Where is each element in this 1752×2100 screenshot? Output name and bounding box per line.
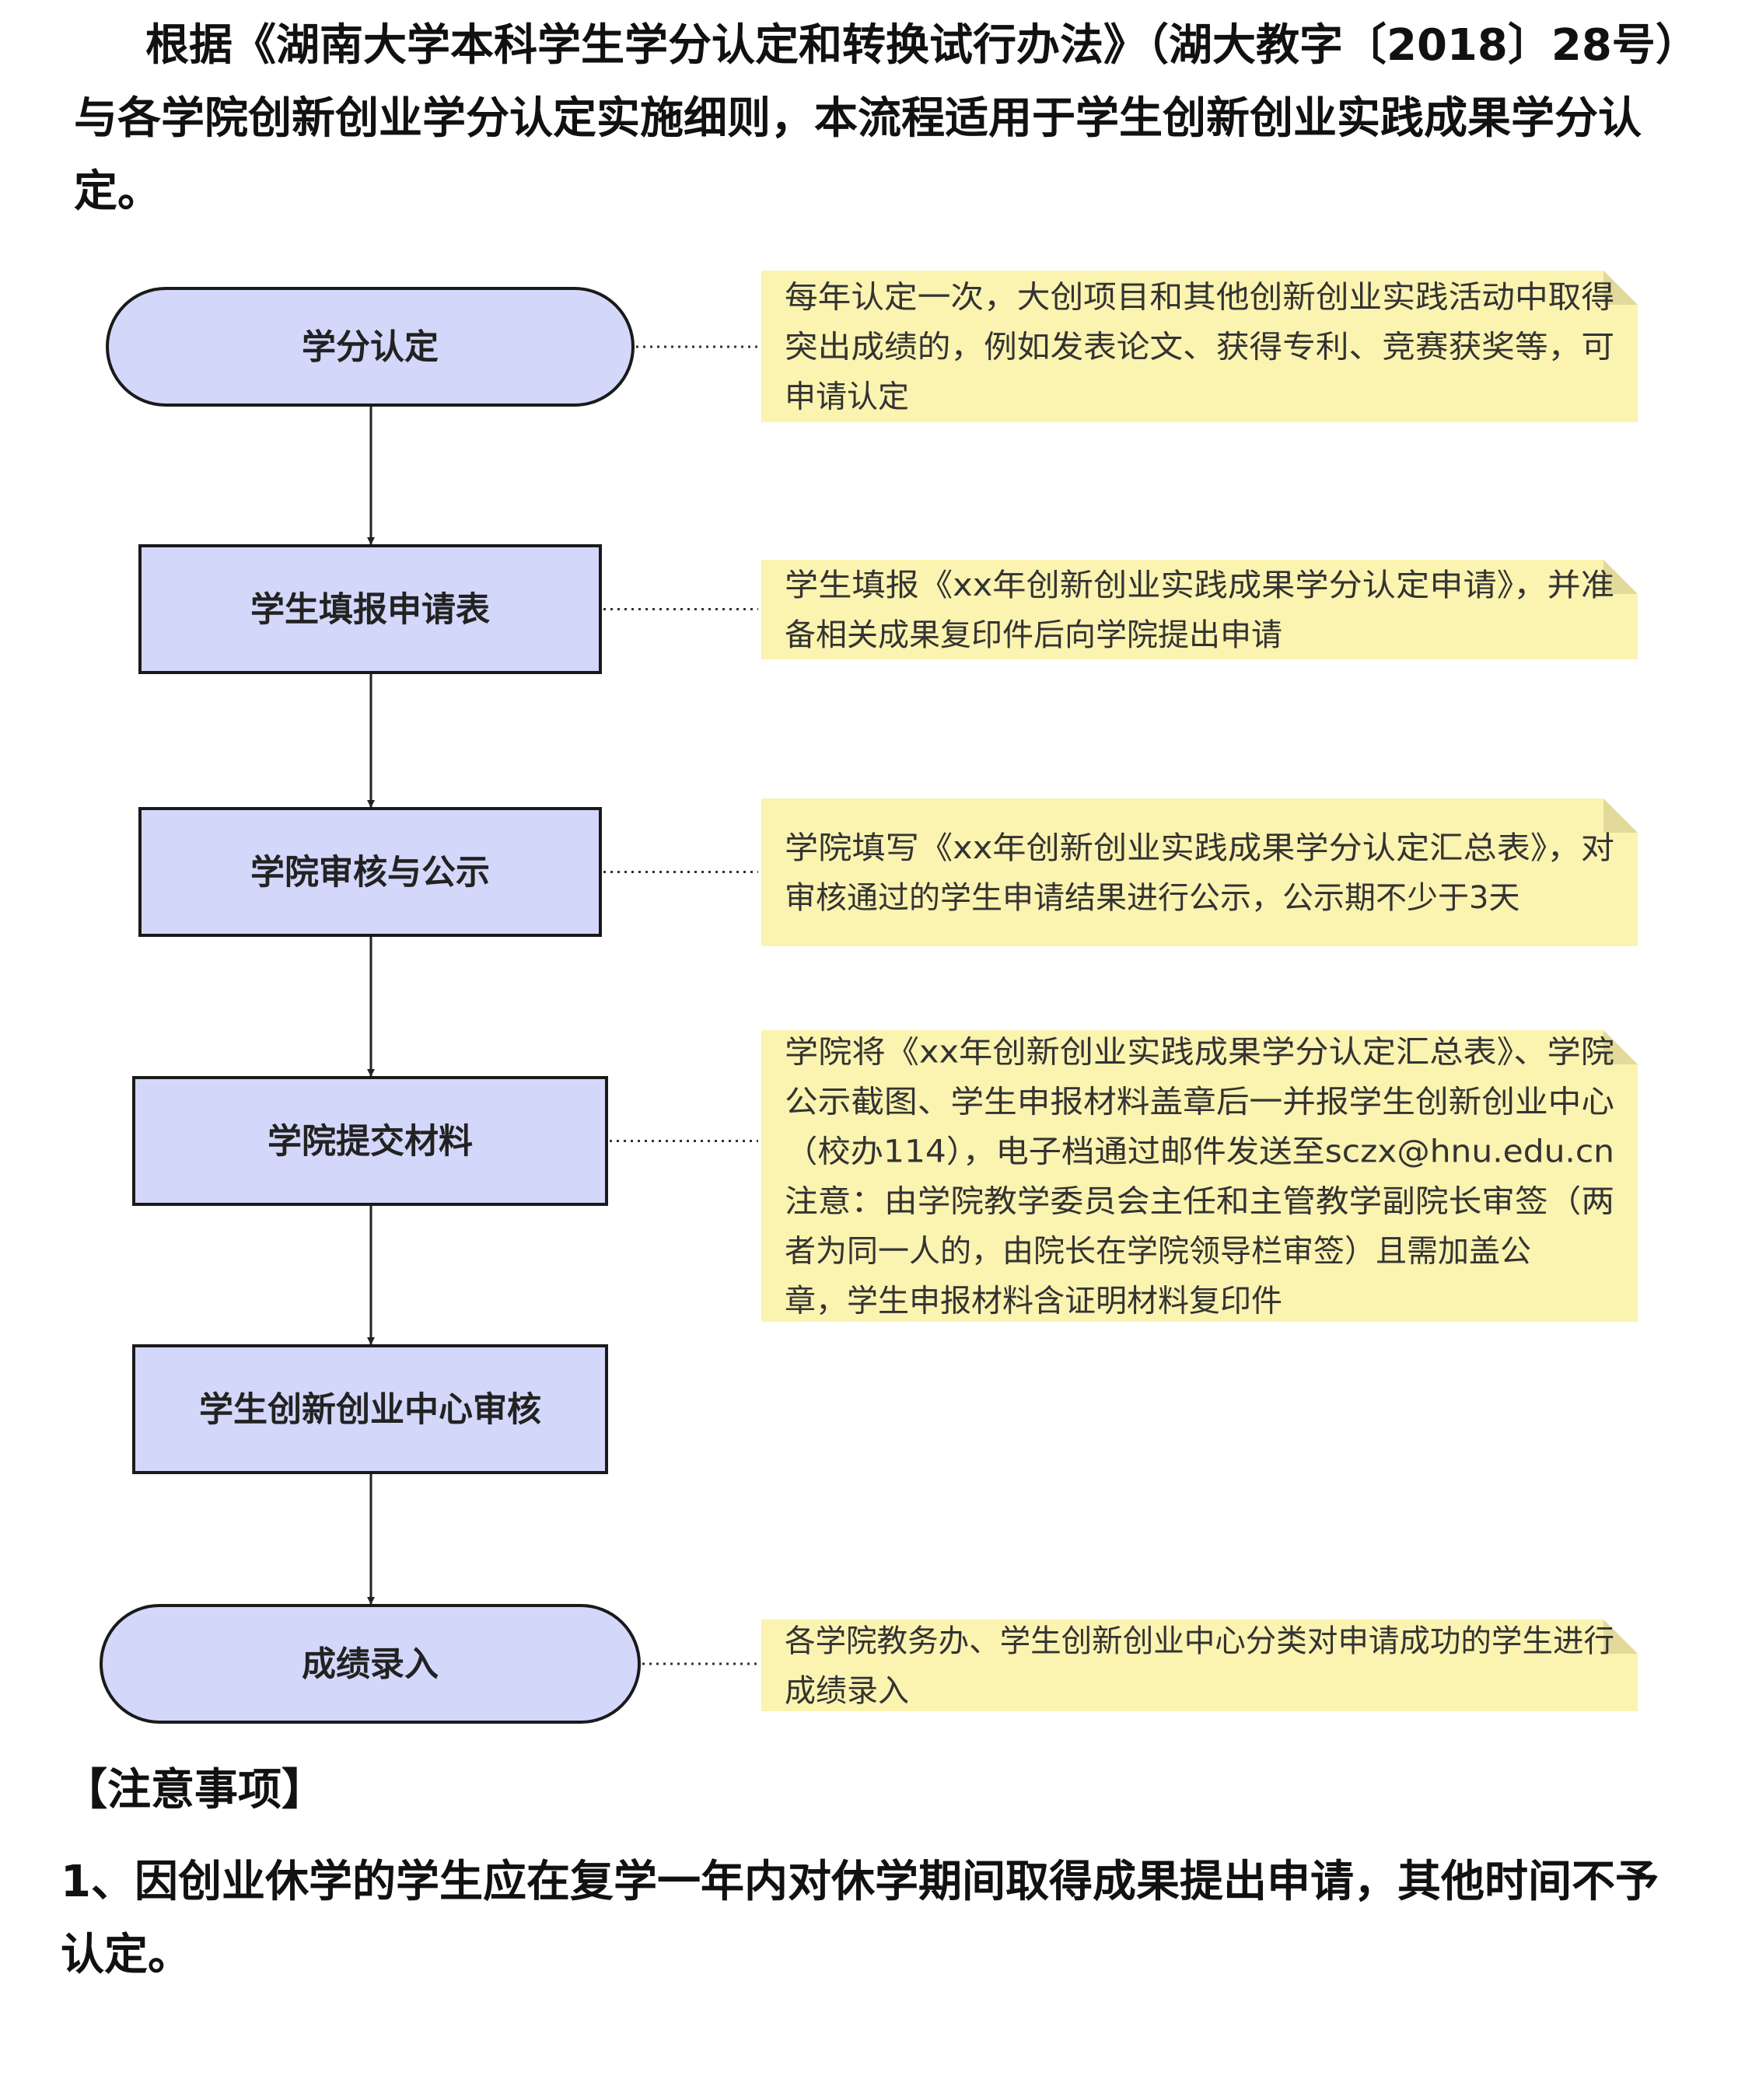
notice-title: 【注意事项】 bbox=[64, 1765, 325, 1815]
note-line: 备相关成果复印件后向学院提出申请 bbox=[785, 617, 1282, 653]
annotation-note-4: 学院将《xx年创新创业实践成果学分认定汇总表》、学院公示截图、学生申报材料盖章后… bbox=[610, 1030, 1638, 1322]
intro-paragraph: 根据《湖南大学本科学生学分认定和转换试行办法》（湖大教字〔2018〕28号）与各… bbox=[74, 20, 1699, 217]
flow-node-2: 学生填报申请表 bbox=[138, 544, 602, 674]
note-line: 学院将《xx年创新创业实践成果学分认定汇总表》、学院 bbox=[785, 1035, 1614, 1071]
flow-node-4: 学院提交材料 bbox=[132, 1076, 608, 1206]
flow-node-label: 学院审核与公示 bbox=[250, 853, 490, 893]
flow-node-shape bbox=[132, 1076, 608, 1206]
annotation-note-1: 每年认定一次，大创项目和其他创新创业实践活动中取得突出成绩的，例如发表论文、获得… bbox=[636, 271, 1638, 422]
note-line: 者为同一人的，由院长在学院领导栏审签）且需加盖公 bbox=[785, 1234, 1531, 1270]
note-body bbox=[761, 1030, 1638, 1322]
note-line: （校办114），电子档通过邮件发送至sczx@hnu.edu.cn bbox=[785, 1134, 1614, 1170]
flow-node-label: 学分认定 bbox=[302, 327, 439, 367]
note-fold bbox=[1603, 798, 1638, 833]
flow-node-1: 学分认定 bbox=[106, 287, 635, 407]
flow-node-shape bbox=[138, 544, 602, 674]
note-line: 学院填写《xx年创新创业实践成果学分认定汇总表》，对 bbox=[785, 830, 1614, 866]
note-line: 成绩录入 bbox=[785, 1673, 909, 1709]
annotation-note-2: 学生填报《xx年创新创业实践成果学分认定申请》，并准备相关成果复印件后向学院提出… bbox=[603, 560, 1638, 659]
note-fold bbox=[1603, 560, 1638, 594]
annotation-note-3: 学院填写《xx年创新创业实践成果学分认定汇总表》，对审核通过的学生申请结果进行公… bbox=[603, 798, 1638, 946]
note-line: 各学院教务办、学生创新创业中心分类对申请成功的学生进行 bbox=[785, 1623, 1614, 1659]
note-line: 突出成绩的，例如发表论文、获得专利、竞赛获奖等，可 bbox=[785, 330, 1614, 365]
notice-item: 1、因创业休学的学生应在复学一年内对休学期间取得成果提出申请，其他时间不予认定。 bbox=[61, 1857, 1659, 1980]
note-line: 公示截图、学生申报材料盖章后一并报学生创新创业中心 bbox=[785, 1085, 1614, 1120]
note-fold bbox=[1603, 271, 1638, 305]
flow-node-shape bbox=[106, 287, 635, 407]
note-body bbox=[761, 798, 1638, 946]
flow-node-shape bbox=[138, 807, 602, 937]
flow-node-label: 学院提交材料 bbox=[268, 1122, 473, 1162]
flow-node-5: 学生创新创业中心审核 bbox=[132, 1344, 608, 1474]
flow-node-label: 成绩录入 bbox=[302, 1644, 439, 1684]
note-fold bbox=[1603, 1620, 1638, 1654]
note-line: 审核通过的学生申请结果进行公示，公示期不少于3天 bbox=[785, 880, 1519, 916]
flow-node-3: 学院审核与公示 bbox=[138, 807, 602, 937]
note-line: 每年认定一次，大创项目和其他创新创业实践活动中取得 bbox=[785, 280, 1614, 316]
note-line: 章，学生申报材料含证明材料复印件 bbox=[785, 1284, 1282, 1319]
note-body bbox=[761, 1620, 1638, 1711]
flow-node-label: 学生创新创业中心审核 bbox=[199, 1390, 541, 1430]
note-body bbox=[761, 271, 1638, 422]
note-line: 申请认定 bbox=[785, 379, 909, 415]
note-line: 注意：由学院教学委员会主任和主管教学副院长审签（两 bbox=[785, 1184, 1614, 1220]
note-body bbox=[761, 560, 1638, 659]
flow-node-label: 学生填报申请表 bbox=[250, 590, 490, 630]
note-line: 学生填报《xx年创新创业实践成果学分认定申请》，并准 bbox=[785, 568, 1614, 603]
flow-node-shape bbox=[132, 1344, 608, 1474]
flow-node-shape bbox=[100, 1604, 641, 1724]
flow-node-6: 成绩录入 bbox=[100, 1604, 641, 1724]
note-fold bbox=[1603, 1030, 1638, 1064]
